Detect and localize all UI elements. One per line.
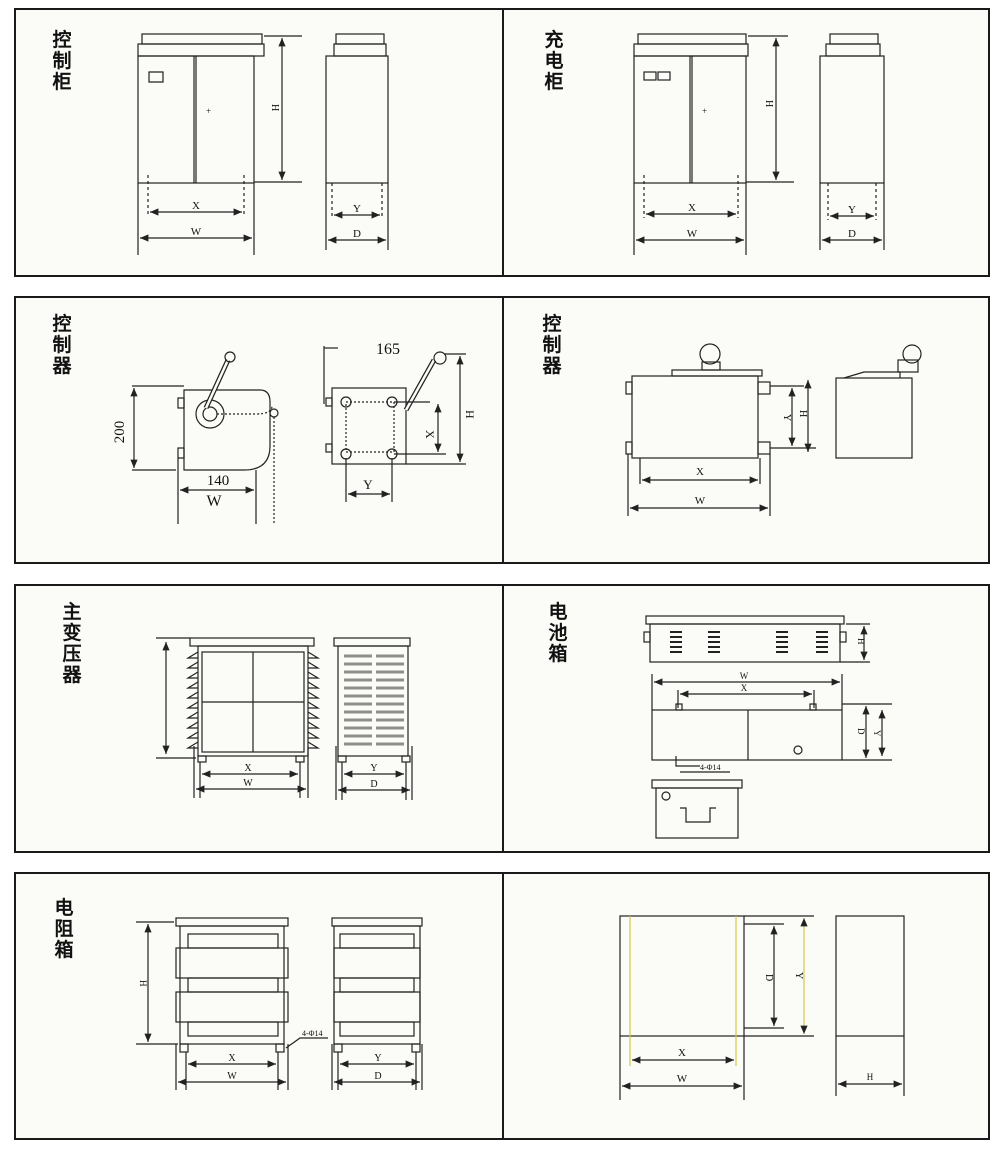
controller-handle-drawing: 200 140 W 165 X H Y bbox=[112, 341, 477, 524]
dim-h-label: H bbox=[763, 100, 774, 107]
panel-untitled-box: D Y X W H bbox=[502, 872, 990, 1140]
dim-w-label: W bbox=[206, 493, 222, 510]
charging-cabinet-drawing: + X W H Y D bbox=[633, 33, 885, 255]
battery-vents bbox=[670, 631, 828, 653]
dim-w-label: W bbox=[677, 1073, 688, 1085]
svg-text:+: + bbox=[702, 106, 707, 116]
panel-resistor-box: 电阻箱 H X W 4-Φ14 bbox=[14, 872, 504, 1140]
panel-title: 控制器 bbox=[542, 313, 562, 377]
dim-h-label: H bbox=[797, 410, 808, 417]
battery-box-drawing: H W X D Y 4-Φ14 bbox=[643, 615, 892, 839]
dim-d-label: D bbox=[370, 779, 377, 790]
panel-battery-box: 电池箱 H W X bbox=[502, 584, 990, 853]
dim-200-label: 200 bbox=[112, 421, 128, 444]
untitled-box-drawing: D Y X W H bbox=[619, 915, 905, 1100]
panel-control-cabinet: 控制柜 + X W H Y D bbox=[14, 8, 504, 277]
dim-x-label: X bbox=[696, 466, 704, 478]
dim-w-label: W bbox=[687, 228, 698, 240]
dim-y-label: Y bbox=[793, 972, 804, 979]
dim-y-label: Y bbox=[363, 477, 373, 492]
dim-w-label: W bbox=[243, 778, 253, 789]
panel-title: 控制柜 bbox=[52, 29, 72, 93]
dim-140-label: 140 bbox=[207, 473, 230, 489]
holes-label: 4-Φ14 bbox=[302, 1029, 323, 1038]
controller-box-drawing: X W Y H bbox=[625, 343, 922, 516]
dim-d-label: D bbox=[763, 974, 774, 981]
dim-x-label: X bbox=[192, 200, 200, 212]
panel-title: 控制器 bbox=[52, 313, 72, 377]
dim-w-label: W bbox=[740, 671, 749, 681]
holes-label: 4-Φ14 bbox=[700, 763, 721, 772]
dim-y-label: Y bbox=[370, 763, 377, 774]
panel-title: 主变压器 bbox=[62, 601, 82, 686]
vent-slots bbox=[344, 654, 404, 746]
dim-h-label: H bbox=[138, 980, 148, 987]
panel-charging-cabinet: 充电柜 + X W H Y D bbox=[502, 8, 990, 277]
dim-w-label: W bbox=[191, 226, 202, 238]
dim-x-label: X bbox=[678, 1047, 686, 1059]
left-fins bbox=[185, 651, 321, 749]
dim-w-label: W bbox=[695, 495, 706, 507]
dim-h-label: H bbox=[867, 1072, 874, 1082]
panel-controller-box: 控制器 X W Y H bbox=[502, 296, 990, 564]
dim-w-label: W bbox=[227, 1071, 237, 1082]
dim-d-label: D bbox=[353, 228, 361, 240]
dim-d-label: D bbox=[848, 228, 856, 240]
dim-x-label: X bbox=[741, 683, 748, 693]
dim-h-label: H bbox=[269, 104, 280, 111]
dim-y-label: Y bbox=[872, 730, 882, 737]
dim-h-label: H bbox=[463, 410, 477, 419]
dim-y-label: Y bbox=[374, 1053, 381, 1064]
dim-h-label: H bbox=[856, 638, 866, 645]
dim-y-label: Y bbox=[848, 204, 856, 216]
control-cabinet-drawing: + X W H Y D bbox=[137, 33, 389, 255]
panel-title: 电池箱 bbox=[548, 601, 568, 665]
dim-x-label: X bbox=[423, 430, 437, 439]
resistor-box-drawing: H X W 4-Φ14 Y D bbox=[136, 917, 423, 1090]
dim-d-label: D bbox=[856, 728, 866, 735]
svg-text:+: + bbox=[206, 106, 211, 116]
dim-x-label: X bbox=[688, 202, 696, 214]
panel-main-transformer: 主变压器 X W bbox=[14, 584, 504, 853]
dim-165-label: 165 bbox=[376, 341, 400, 358]
dim-y-label: Y bbox=[353, 203, 361, 215]
dim-x-label: X bbox=[228, 1053, 236, 1064]
dim-x-label: X bbox=[244, 763, 252, 774]
panel-title: 电阻箱 bbox=[54, 897, 74, 961]
transformer-drawing: X W Y D bbox=[156, 637, 413, 800]
dim-d-label: D bbox=[374, 1071, 381, 1082]
panel-controller-handle: 控制器 200 140 W bbox=[14, 296, 504, 564]
dim-y-label: Y bbox=[781, 414, 792, 421]
panel-title: 充电柜 bbox=[544, 29, 564, 93]
